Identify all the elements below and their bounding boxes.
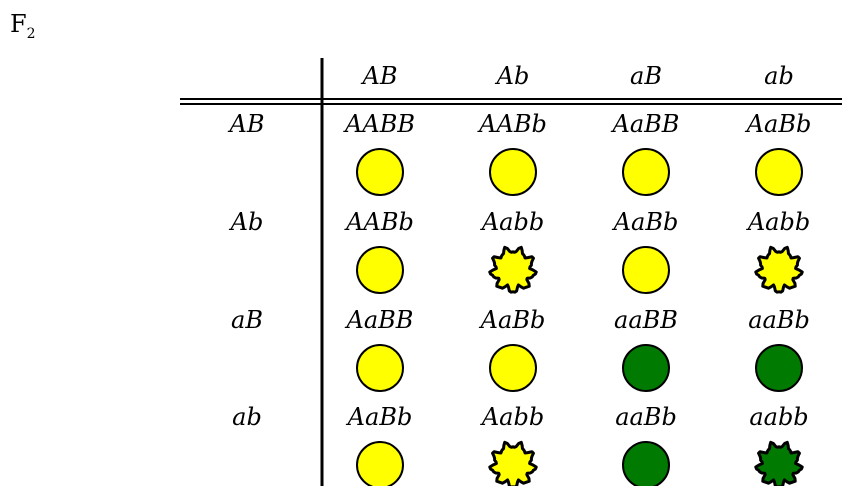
genotype-label: AABb — [477, 110, 547, 138]
genotype-label: AaBB — [611, 110, 680, 138]
punnett-cell: AABb — [344, 208, 414, 294]
punnett-cell: AaBb — [346, 403, 413, 486]
round-yellow-seed-icon — [622, 246, 670, 294]
punnett-cell: AaBB — [611, 110, 680, 196]
row-label: ab — [232, 403, 262, 431]
row-labels: AB Ab aB ab — [228, 110, 265, 431]
punnett-cell: Aabb — [480, 403, 544, 486]
punnett-cell: aaBb — [615, 403, 677, 486]
genotype-label: aaBb — [615, 403, 677, 431]
row-label: aB — [231, 306, 263, 334]
round-yellow-seed-icon — [622, 148, 670, 196]
wrinkled-yellow-seed-icon — [754, 245, 804, 294]
punnett-cell: AABB — [343, 110, 415, 196]
genotype-label: Aabb — [480, 403, 544, 431]
column-header: AB — [361, 62, 398, 90]
genotype-label: aaBB — [614, 306, 678, 334]
genotype-label: AaBb — [745, 110, 812, 138]
generation-title-main: F — [10, 10, 27, 38]
round-yellow-seed-icon — [489, 344, 537, 392]
punnett-cell: AaBb — [479, 306, 546, 392]
round-yellow-seed-icon — [356, 148, 404, 196]
wrinkled-green-seed-icon — [754, 440, 804, 486]
genotype-label: Aabb — [480, 208, 544, 236]
genotype-label: AaBb — [612, 208, 679, 236]
round-yellow-seed-icon — [356, 344, 404, 392]
round-green-seed-icon — [755, 344, 803, 392]
genotype-label: aaBb — [748, 306, 810, 334]
genotype-label: AaBb — [346, 403, 413, 431]
round-green-seed-icon — [622, 344, 670, 392]
punnett-cell: AABb — [477, 110, 547, 196]
punnett-cell: aaBB — [614, 306, 678, 392]
round-yellow-seed-icon — [356, 441, 404, 486]
punnett-cell: aabb — [749, 403, 809, 486]
row-label: AB — [228, 110, 265, 138]
column-header: ab — [764, 62, 794, 90]
genotype-label: aabb — [749, 403, 808, 431]
wrinkled-yellow-seed-icon — [488, 245, 538, 294]
grid-lines — [180, 58, 842, 486]
punnett-cell: AaBB — [345, 306, 414, 392]
genotype-label: AaBb — [479, 306, 546, 334]
wrinkled-yellow-seed-icon — [488, 440, 538, 486]
column-header: Ab — [495, 62, 530, 90]
generation-title: F2 — [10, 10, 36, 42]
column-headers: AB Ab aB ab — [361, 62, 794, 90]
column-header: aB — [630, 62, 662, 90]
genotype-label: AABb — [344, 208, 414, 236]
generation-title-subscript: 2 — [27, 26, 36, 42]
round-yellow-seed-icon — [489, 148, 537, 196]
round-yellow-seed-icon — [755, 148, 803, 196]
round-green-seed-icon — [622, 441, 670, 486]
punnett-cell: Aabb — [480, 208, 544, 294]
genotype-label: AABB — [343, 110, 415, 138]
row-label: Ab — [229, 208, 264, 236]
genotype-label: Aabb — [746, 208, 810, 236]
punnett-cell: AaBb — [612, 208, 679, 294]
punnett-cell: Aabb — [746, 208, 810, 294]
genotype-label: AaBB — [345, 306, 414, 334]
punnett-cell: AaBb — [745, 110, 812, 196]
round-yellow-seed-icon — [356, 246, 404, 294]
punnett-cell: aaBb — [748, 306, 810, 392]
